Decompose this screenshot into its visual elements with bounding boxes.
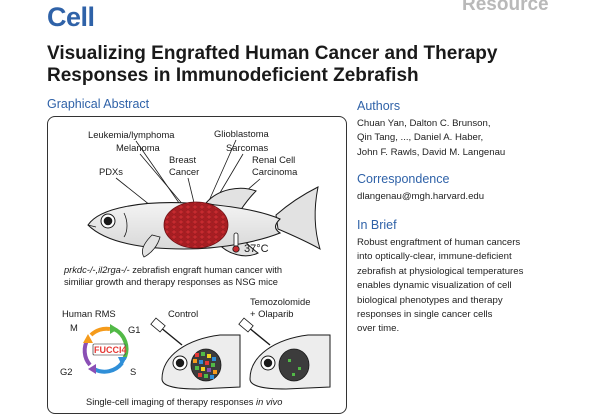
graphical-abstract-panel: Leukemia/lymphoma Glioblastoma Melanoma … (47, 116, 347, 414)
in-brief-heading: In Brief (357, 218, 397, 232)
in-brief-line: biological phenotypes and therapy (357, 294, 503, 306)
label-renal-cell: Renal Cell (252, 154, 295, 165)
label-sarcomas: Sarcomas (226, 142, 269, 153)
phase-s-label: S (130, 366, 136, 377)
label-glioblastoma: Glioblastoma (214, 128, 269, 139)
title-line-1: Visualizing Engrafted Human Cancer and T… (47, 43, 498, 64)
fucci4-label: FUCCI4 (94, 345, 127, 355)
temperature-label: 37°C (244, 243, 269, 255)
correspondence-heading: Correspondence (357, 172, 450, 186)
label-pdxs: PDXs (99, 166, 123, 177)
phase-g2-label: G2 (60, 366, 73, 377)
journal-logo: Cell (47, 2, 95, 32)
in-brief-line: Robust engraftment of human cancers (357, 237, 521, 248)
fucci4-cell-cycle-diagram (82, 324, 129, 374)
caption-genotype: prkdc-/-,il2rga-/- zebrafish engraft hum… (63, 265, 282, 275)
article-type-label: Resource (462, 0, 549, 15)
in-brief-line: enables dynamic visualization of cell (357, 280, 512, 292)
in-brief-line: into optically-clear, immune-deficient (357, 251, 512, 263)
title-line-2: Responses in Immunodeficient Zebrafish (47, 65, 419, 86)
label-temozolomide: Temozolomide (250, 296, 310, 307)
in-brief-line: over time. (357, 323, 400, 335)
correspondence-email[interactable]: dlangenau@mgh.harvard.edu (357, 191, 485, 202)
treated-fish-head (238, 317, 331, 390)
phase-m-label: M (70, 322, 78, 333)
label-olaparib: + Olaparib (250, 308, 294, 319)
in-brief-line: zebrafish at physiological temperatures (357, 265, 524, 277)
label-breast: Breast (169, 154, 196, 165)
in-brief-line: responses in single cancer cells (357, 309, 493, 321)
label-cancer: Cancer (169, 166, 199, 177)
label-human-rms: Human RMS (62, 308, 116, 319)
label-leukemia: Leukemia/lymphoma (88, 129, 175, 140)
caption-growth: similiar growth and therapy responses as… (64, 277, 278, 287)
phase-g1-label: G1 (128, 324, 141, 335)
zebrafish-illustration (87, 186, 321, 258)
article-title: Visualizing Engrafted Human Cancer and T… (47, 43, 577, 87)
label-carcinoma: Carcinoma (252, 166, 298, 177)
authors-line-3: John F. Rawls, David M. Langenau (357, 146, 506, 158)
in-brief-text: Robust engraftment of human cancers into… (357, 236, 595, 337)
authors-heading: Authors (357, 99, 401, 113)
authors-line-2: Qin Tang, ..., Daniel A. Haber, (357, 132, 484, 144)
graphical-abstract-heading: Graphical Abstract (47, 97, 150, 111)
thermometer-icon (232, 232, 240, 253)
control-fish-head (150, 317, 241, 390)
label-control: Control (168, 308, 198, 319)
graphical-abstract-figure: Leukemia/lymphoma Glioblastoma Melanoma … (60, 128, 331, 407)
tumor-mass (163, 201, 229, 249)
authors-list: Chuan Yan, Dalton C. Brunson, Qin Tang, … (357, 117, 505, 160)
label-melanoma: Melanoma (116, 142, 161, 153)
authors-line-1: Chuan Yan, Dalton C. Brunson, (357, 118, 491, 129)
caption-single-cell-imaging: Single-cell imaging of therapy responses… (86, 397, 282, 407)
